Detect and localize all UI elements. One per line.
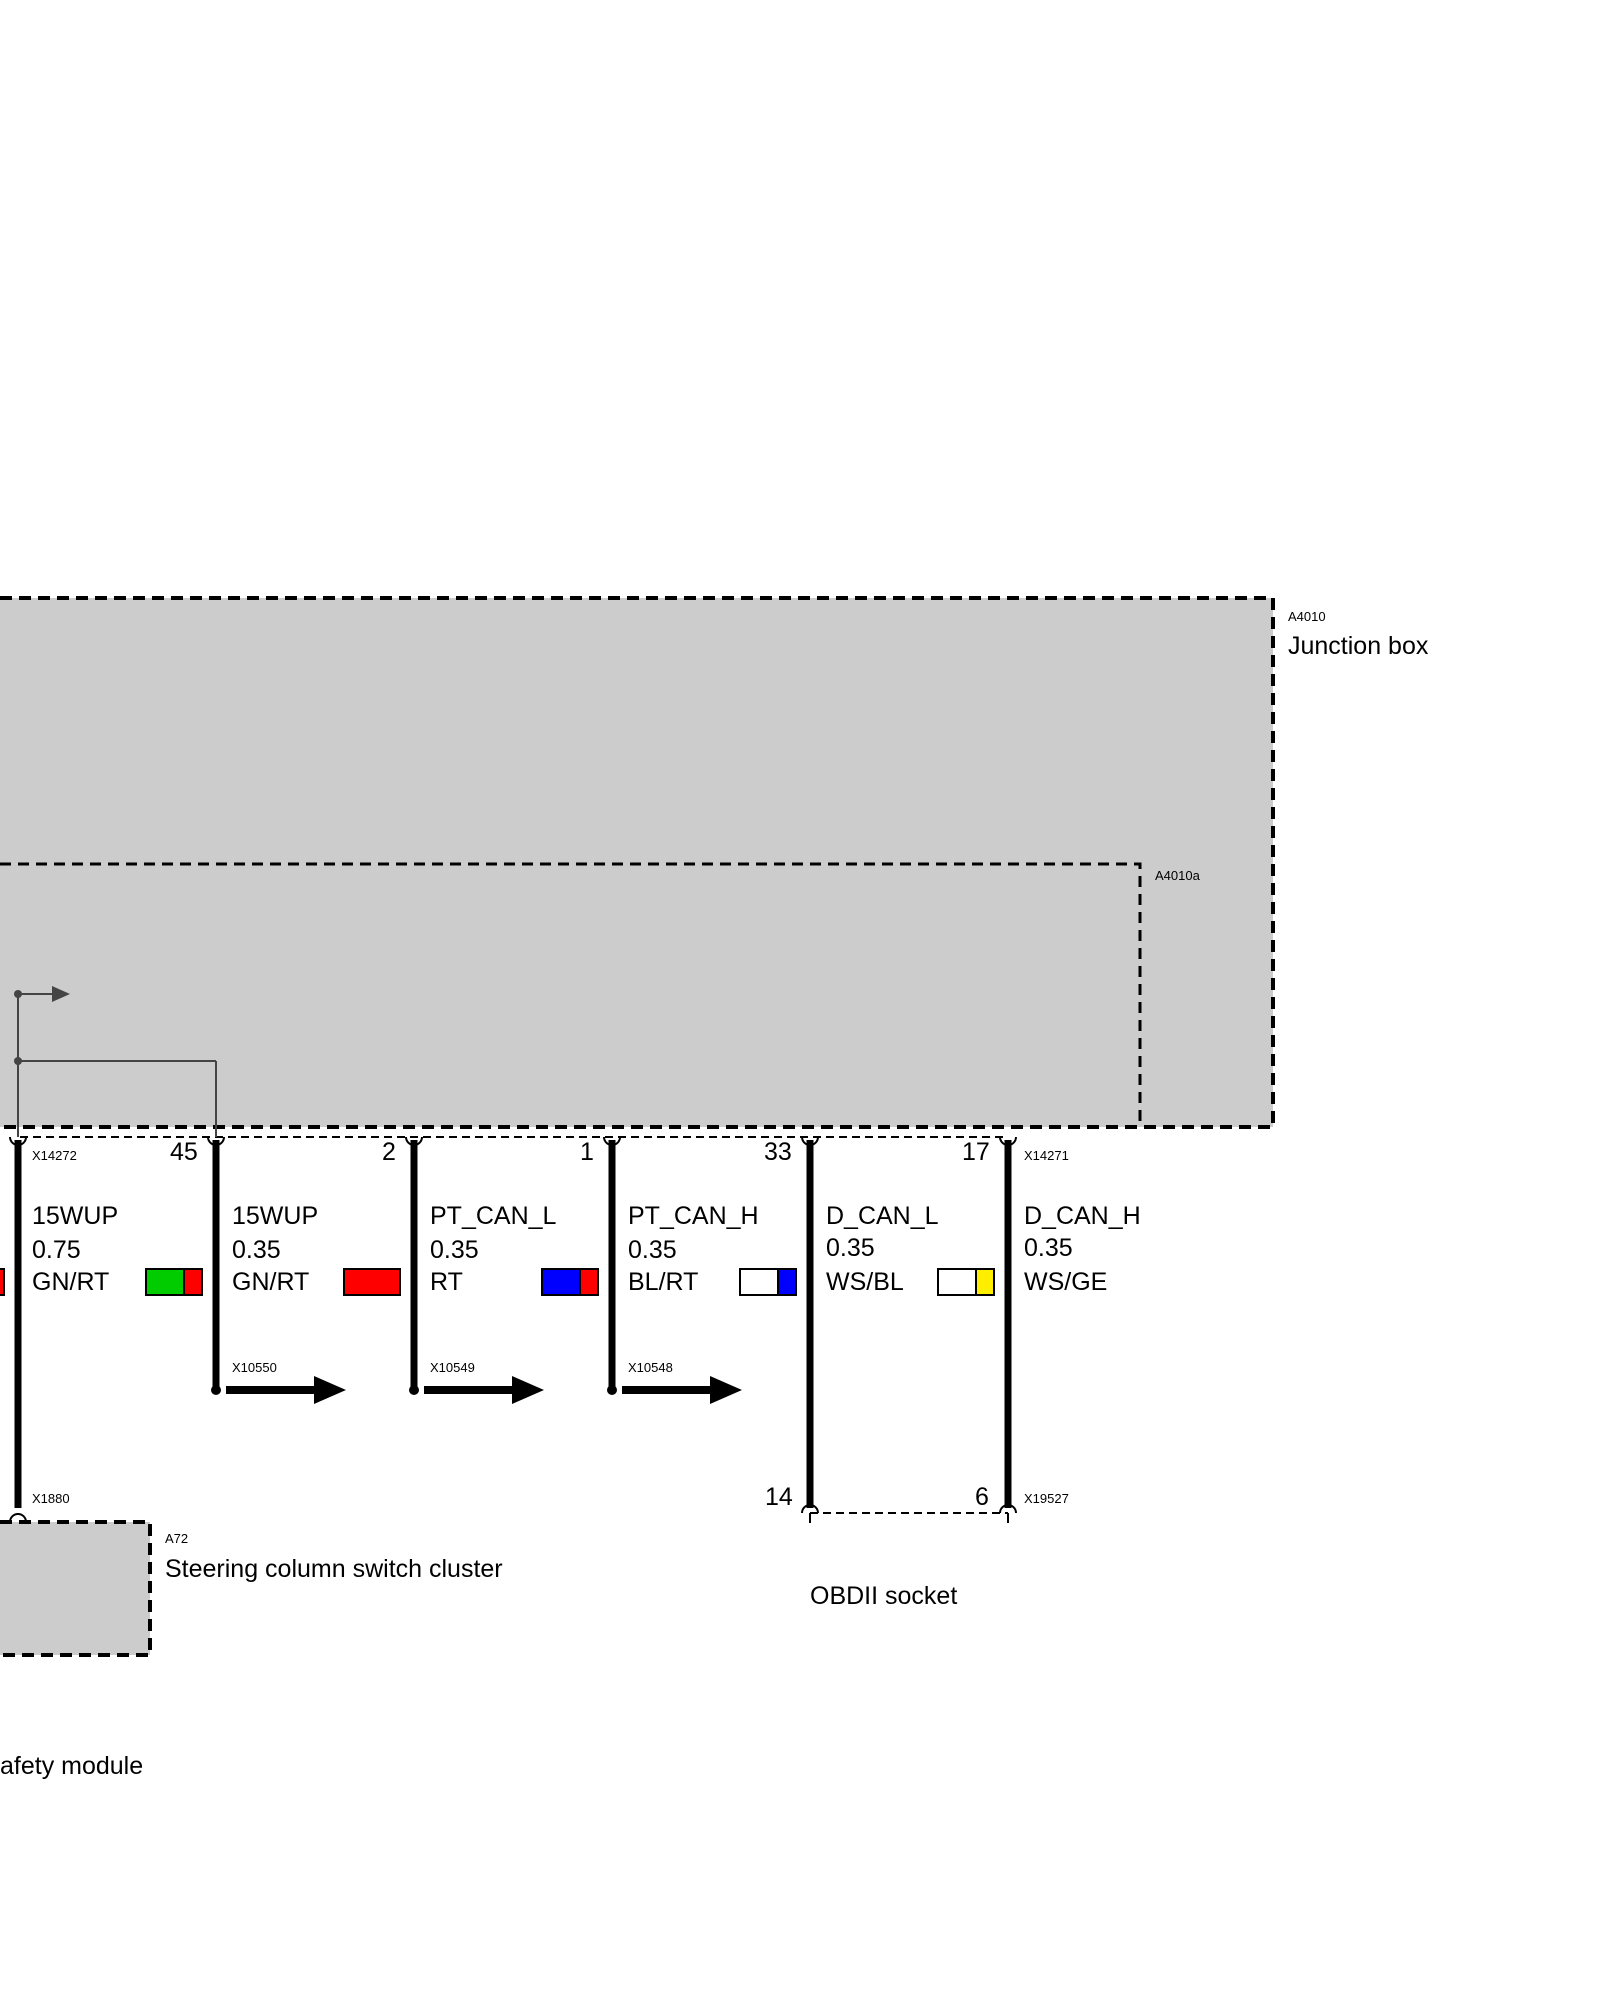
signal: 15WUP	[232, 1202, 318, 1230]
gauge: 0.35	[628, 1236, 677, 1264]
gauge: 0.35	[1024, 1234, 1073, 1262]
safety-module-name: afety module	[0, 1752, 143, 1780]
junction-box-id: A4010	[1288, 609, 1326, 624]
pin-number-33: 33	[764, 1138, 792, 1166]
wire-label-2: 15WUP 0.35 GN/RT	[232, 1202, 318, 1296]
color-code: RT	[430, 1268, 463, 1296]
junction-sub-outline	[0, 862, 1142, 1127]
pin-number-2: 2	[382, 1138, 396, 1166]
connector-x14272: X14272	[32, 1148, 77, 1163]
signal: D_CAN_L	[826, 1202, 939, 1230]
connector-x1880: X1880	[32, 1491, 70, 1506]
wire-label-4: PT_CAN_H 0.35 BL/RT	[628, 1202, 759, 1296]
color-code: GN/RT	[32, 1268, 109, 1296]
pin-number-17: 17	[962, 1138, 990, 1166]
junction-dot	[14, 1057, 22, 1065]
wire-label-5: D_CAN_L 0.35 WS/BL	[826, 1202, 939, 1296]
connector-x10550: X10550	[232, 1360, 277, 1375]
pin-number-45: 45	[170, 1138, 198, 1166]
color-code: BL/RT	[628, 1268, 698, 1296]
signal: PT_CAN_H	[628, 1202, 759, 1230]
signal: 15WUP	[32, 1202, 118, 1230]
color-swatch-bl-rt	[541, 1268, 599, 1296]
obd-pin-6: 6	[975, 1483, 989, 1511]
continuation-arrow-x10548	[607, 1376, 742, 1404]
color-code: GN/RT	[232, 1268, 309, 1296]
wire-label-6: D_CAN_H 0.35 WS/GE	[1024, 1202, 1141, 1296]
gauge: 0.35	[232, 1236, 281, 1264]
steering-cluster-outline	[0, 1520, 152, 1657]
gauge: 0.35	[826, 1234, 875, 1262]
color-swatch-gn-rt	[145, 1268, 203, 1296]
connector-x10548: X10548	[628, 1360, 673, 1375]
junction-dot	[14, 990, 22, 998]
wire-label-1: 15WUP 0.75 GN/RT	[32, 1202, 118, 1296]
pin-number-1: 1	[580, 1138, 594, 1166]
wires	[14, 1140, 1012, 1508]
pin-arcs-top	[9, 1136, 1017, 1146]
gauge: 0.75	[32, 1236, 81, 1264]
obd-socket-name: OBDII socket	[810, 1582, 957, 1610]
connector-x10549: X10549	[430, 1360, 475, 1375]
pin-arc-bottom	[999, 1504, 1017, 1514]
internal-arrow	[52, 986, 70, 1002]
connector-x14271: X14271	[1024, 1148, 1069, 1163]
internal-wiring	[17, 993, 217, 1137]
steering-cluster-id: A72	[165, 1531, 188, 1546]
color-swatch-partial	[0, 1268, 5, 1296]
continuation-arrow-x10550	[211, 1376, 346, 1404]
color-code: WS/BL	[826, 1268, 904, 1296]
junction-sub-id: A4010a	[1155, 868, 1201, 883]
signal: PT_CAN_L	[430, 1202, 557, 1230]
wire-label-3: PT_CAN_L 0.35 RT	[430, 1202, 557, 1296]
gauge: 0.35	[430, 1236, 479, 1264]
pin-arc-bottom	[801, 1504, 819, 1514]
color-code: WS/GE	[1024, 1268, 1107, 1296]
color-swatch-ws-ge	[937, 1268, 995, 1296]
signal: D_CAN_H	[1024, 1202, 1141, 1230]
connector-x19527: X19527	[1024, 1491, 1069, 1506]
continuation-arrow-x10549	[409, 1376, 544, 1404]
pin-arc-bottom	[9, 1513, 27, 1523]
color-swatch-ws-bl	[739, 1268, 797, 1296]
color-swatch-rt	[343, 1268, 401, 1296]
obd-pin-14: 14	[765, 1483, 793, 1511]
junction-box-name: Junction box	[1288, 632, 1429, 660]
steering-cluster-name: Steering column switch cluster	[165, 1555, 503, 1583]
